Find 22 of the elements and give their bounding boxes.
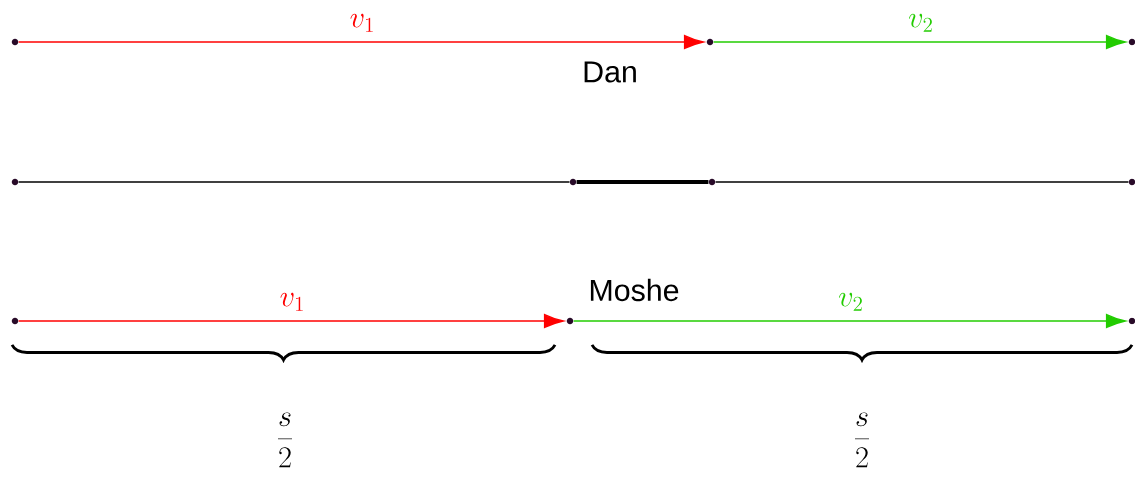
edge-label: $v_1$ — [350, 13, 373, 32]
arrow — [572, 313, 1126, 329]
edge-label: $v_1$ — [280, 292, 303, 311]
point — [1128, 178, 1135, 186]
edge-label: $v_2$ — [839, 292, 862, 311]
arrow — [17, 34, 704, 50]
point — [708, 178, 716, 186]
arrow — [712, 34, 1126, 50]
point — [11, 38, 19, 46]
point — [566, 317, 574, 325]
point — [1128, 317, 1135, 325]
point — [706, 38, 714, 46]
point — [11, 178, 19, 186]
point — [569, 178, 577, 186]
name-label: Moshe — [590, 278, 679, 302]
fraction: $\frac{s}{2}$ — [278, 412, 292, 468]
point — [11, 317, 19, 325]
edge-label: $v_2$ — [909, 13, 932, 32]
name-label: Dan — [584, 61, 636, 83]
arrow — [17, 313, 564, 329]
point — [1128, 38, 1135, 46]
fraction: $\frac{s}{2}$ — [855, 412, 869, 468]
